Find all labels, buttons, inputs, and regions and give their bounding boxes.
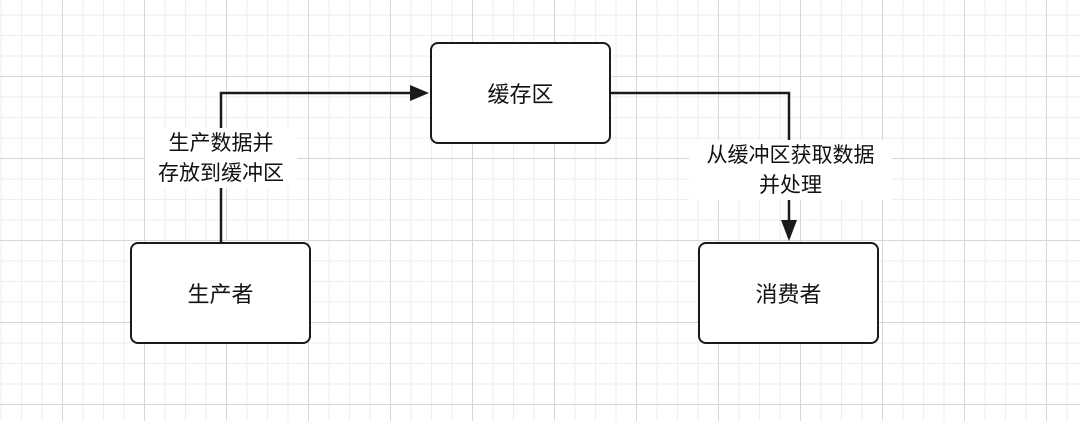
buffer-node[interactable]: 缓存区 [430, 42, 611, 144]
edge-producer-to-buffer[interactable] [219, 91, 410, 242]
edge-label-line: 存放到缓冲区 [158, 161, 284, 185]
consumer-node-label: 消费者 [755, 283, 822, 308]
arrowhead-buffer-to-consumer [781, 220, 797, 241]
consumer-node[interactable]: 消费者 [698, 242, 879, 344]
edge-label-buffer-to-consumer: 从缓冲区获取数据 并处理 [689, 140, 892, 200]
edge-label-producer-to-buffer: 生产数据并 存放到缓冲区 [145, 128, 297, 188]
producer-node[interactable]: 生产者 [130, 242, 311, 344]
arrowhead-producer-to-buffer [410, 85, 429, 101]
buffer-node-label: 缓存区 [487, 83, 554, 108]
edge-label-line: 从缓冲区获取数据 [706, 143, 875, 167]
edge-label-line: 并处理 [759, 173, 822, 197]
producer-node-label: 生产者 [187, 283, 254, 308]
edge-label-line: 生产数据并 [168, 131, 274, 155]
